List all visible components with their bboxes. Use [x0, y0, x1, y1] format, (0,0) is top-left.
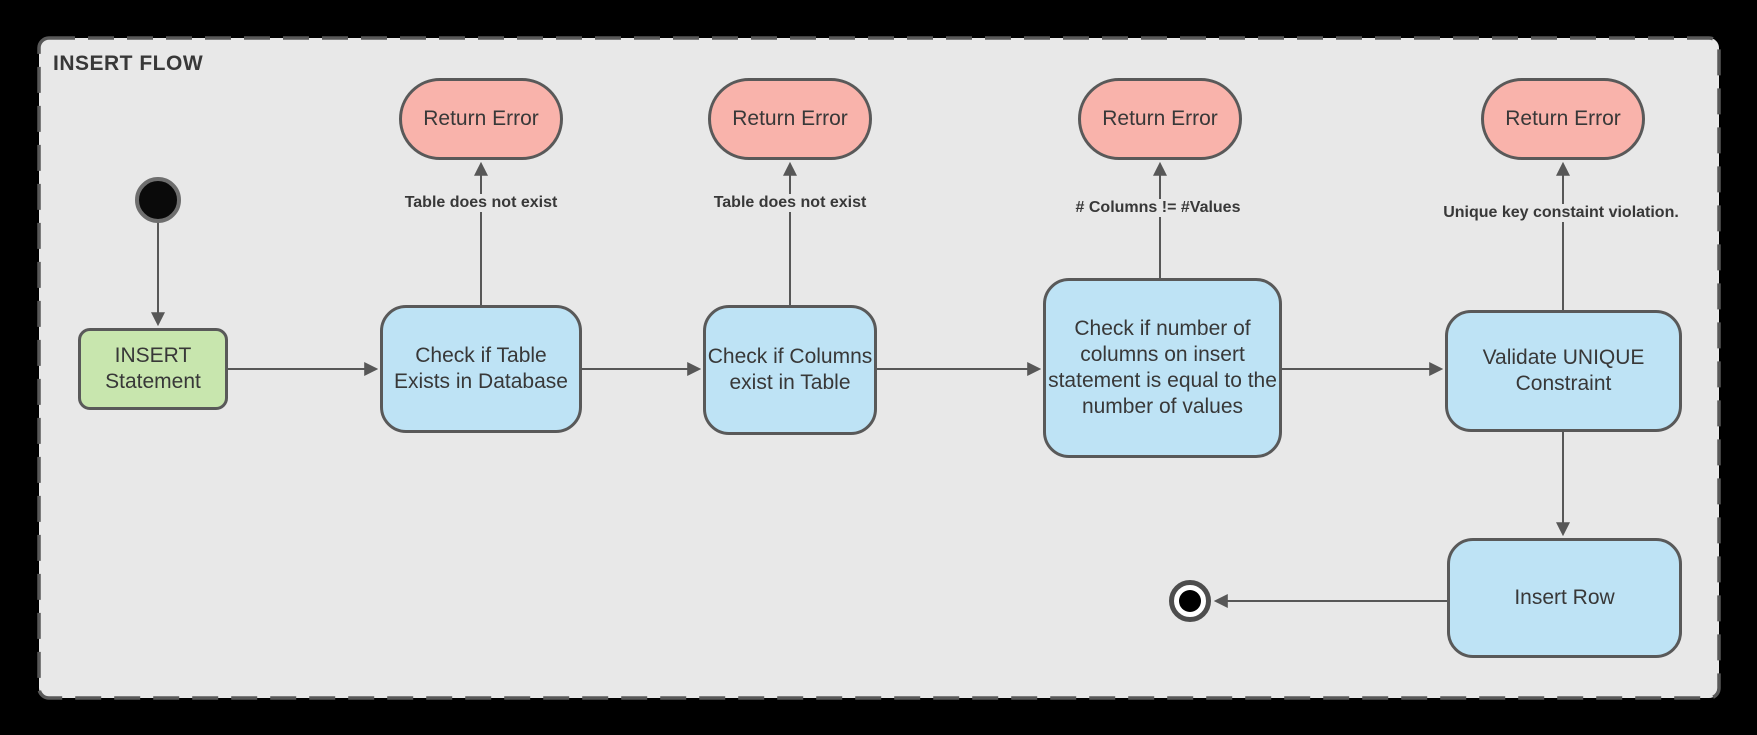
edge-label-table-does-not-exist-2: Table does not exist — [709, 194, 871, 212]
node-return-error-unique: Return Error — [1481, 78, 1645, 160]
node-check-table-exists: Check if Table Exists in Database — [380, 305, 582, 433]
final-state-inner-dot — [1179, 590, 1201, 612]
node-check-column-value-count: Check if number of columns on insert sta… — [1043, 278, 1282, 458]
flow-title: INSERT FLOW — [53, 52, 204, 75]
initial-state-node — [135, 177, 181, 223]
node-check-columns-exist: Check if Columns exist in Table — [703, 305, 877, 435]
final-state-node — [1169, 580, 1211, 622]
node-return-error-table: Return Error — [399, 78, 563, 160]
node-insert-statement: INSERT Statement — [78, 328, 228, 410]
node-insert-row: Insert Row — [1447, 538, 1682, 658]
edge-label-table-does-not-exist-1: Table does not exist — [400, 194, 562, 212]
node-return-error-count: Return Error — [1078, 78, 1242, 160]
node-validate-unique-constraint: Validate UNIQUE Constraint — [1445, 310, 1682, 432]
node-return-error-columns: Return Error — [708, 78, 872, 160]
edge-label-unique-key-violation: Unique key constaint violation. — [1439, 204, 1683, 222]
edge-label-columns-not-equal-values: # Columns != #Values — [1071, 199, 1245, 217]
